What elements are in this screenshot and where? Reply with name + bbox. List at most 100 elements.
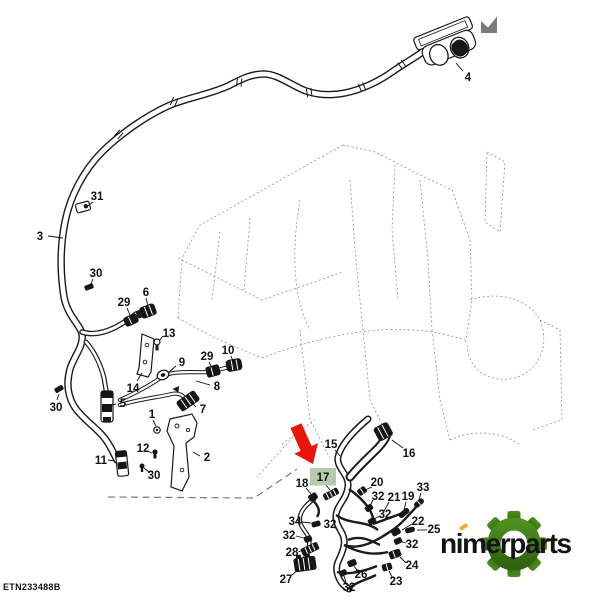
left-harness	[54, 200, 243, 492]
ring-terminal-9	[156, 369, 170, 381]
machine-frame-background	[107, 144, 563, 499]
leader-line-17	[325, 484, 331, 491]
clip-30b	[54, 385, 64, 393]
leader-line-22	[401, 523, 413, 531]
callout-31: 31	[91, 191, 104, 203]
leader-line-31	[84, 201, 94, 209]
connector-19	[398, 508, 410, 518]
connector-32d	[338, 569, 348, 577]
connector-28	[300, 542, 320, 556]
callout-30: 30	[90, 268, 103, 280]
selection-arrow-icon	[290, 423, 318, 464]
clip-31	[74, 200, 92, 214]
callout-30: 30	[50, 402, 63, 414]
leader-line-10	[230, 355, 234, 362]
leader-line-11	[107, 459, 116, 462]
leader-line-15	[334, 449, 341, 457]
callout-6: 6	[143, 287, 149, 299]
leader-line-19	[403, 501, 407, 511]
callout-25: 25	[428, 524, 441, 536]
leader-line-32	[373, 515, 381, 520]
connector-11	[114, 450, 130, 477]
callout-33: 33	[417, 482, 430, 494]
connector-29a	[123, 313, 139, 327]
callout-29: 29	[201, 351, 214, 363]
connector-27	[293, 553, 317, 573]
leader-line-30	[56, 393, 60, 401]
clip-on-wire-8	[172, 386, 179, 393]
connector-20	[357, 486, 367, 496]
callout-11: 11	[95, 455, 108, 467]
leader-line-13	[158, 335, 164, 342]
callout-26: 26	[355, 569, 368, 581]
connector-10	[225, 358, 243, 372]
callout-32: 32	[372, 491, 385, 503]
callout-32: 32	[379, 509, 392, 521]
brand-logo: nimerparts	[438, 504, 600, 590]
leader-line-18	[305, 487, 312, 495]
callout-4: 4	[465, 72, 472, 84]
callout-27: 27	[280, 574, 293, 586]
callout-19: 19	[402, 491, 415, 503]
leader-line-6	[145, 297, 149, 307]
bracket-2	[166, 413, 198, 492]
callout-34: 34	[289, 516, 302, 528]
callout-32: 32	[324, 519, 337, 531]
callout-22: 22	[412, 516, 425, 528]
callout-30: 30	[148, 470, 161, 482]
leader-line-23	[388, 570, 393, 578]
bracket-14	[136, 333, 155, 378]
leader-line-32	[343, 575, 347, 583]
leader-line-32	[333, 526, 339, 531]
connector-5	[100, 390, 114, 423]
connector-23	[381, 562, 393, 572]
callout-10: 10	[222, 345, 235, 357]
leader-line-32	[398, 540, 407, 544]
figure-code: ETN233488B	[3, 582, 61, 592]
bolt-13	[153, 338, 161, 351]
leader-line-28	[297, 549, 304, 553]
part-17-fitting	[322, 487, 340, 501]
right-harness	[293, 415, 424, 593]
connector-32c	[393, 537, 403, 545]
connector-16-cap	[373, 422, 393, 441]
logo-gear-icon	[481, 511, 547, 577]
callout-18: 18	[296, 478, 309, 490]
callout-24: 24	[406, 560, 419, 572]
leader-line-5	[110, 403, 117, 406]
connector-18	[308, 492, 318, 502]
leader-line-4	[455, 62, 464, 72]
leader-line-1	[152, 419, 157, 427]
leader-line-16	[391, 439, 404, 449]
leader-line-26	[353, 565, 358, 571]
leader-line-29	[208, 361, 213, 369]
logo-text: nimerparts	[440, 528, 572, 559]
connector-26	[347, 559, 357, 568]
callout-14: 14	[127, 383, 140, 395]
leader-line-9	[167, 365, 177, 374]
callout-7: 7	[200, 404, 206, 416]
leader-line-32	[295, 535, 305, 539]
bolt-30c	[139, 463, 145, 472]
connector-32a	[364, 503, 374, 513]
leader-line-27	[291, 568, 300, 576]
bolt-1	[153, 426, 161, 434]
callout-23: 23	[390, 576, 403, 588]
leader-line-30	[143, 467, 150, 473]
cable-segment-ticks	[113, 59, 407, 140]
main-cable-3	[57, 44, 432, 464]
callout-29: 29	[118, 297, 131, 309]
connector-4	[413, 16, 477, 66]
leader-line-21	[382, 501, 390, 514]
connector-34	[311, 520, 321, 528]
leader-line-24	[399, 556, 407, 564]
leader-line-3	[47, 235, 64, 239]
leader-line-8	[195, 380, 211, 386]
leader-line-20	[364, 486, 373, 491]
clip-12	[152, 449, 158, 459]
highlight-box-17	[310, 468, 336, 486]
callout-16: 16	[403, 448, 416, 460]
